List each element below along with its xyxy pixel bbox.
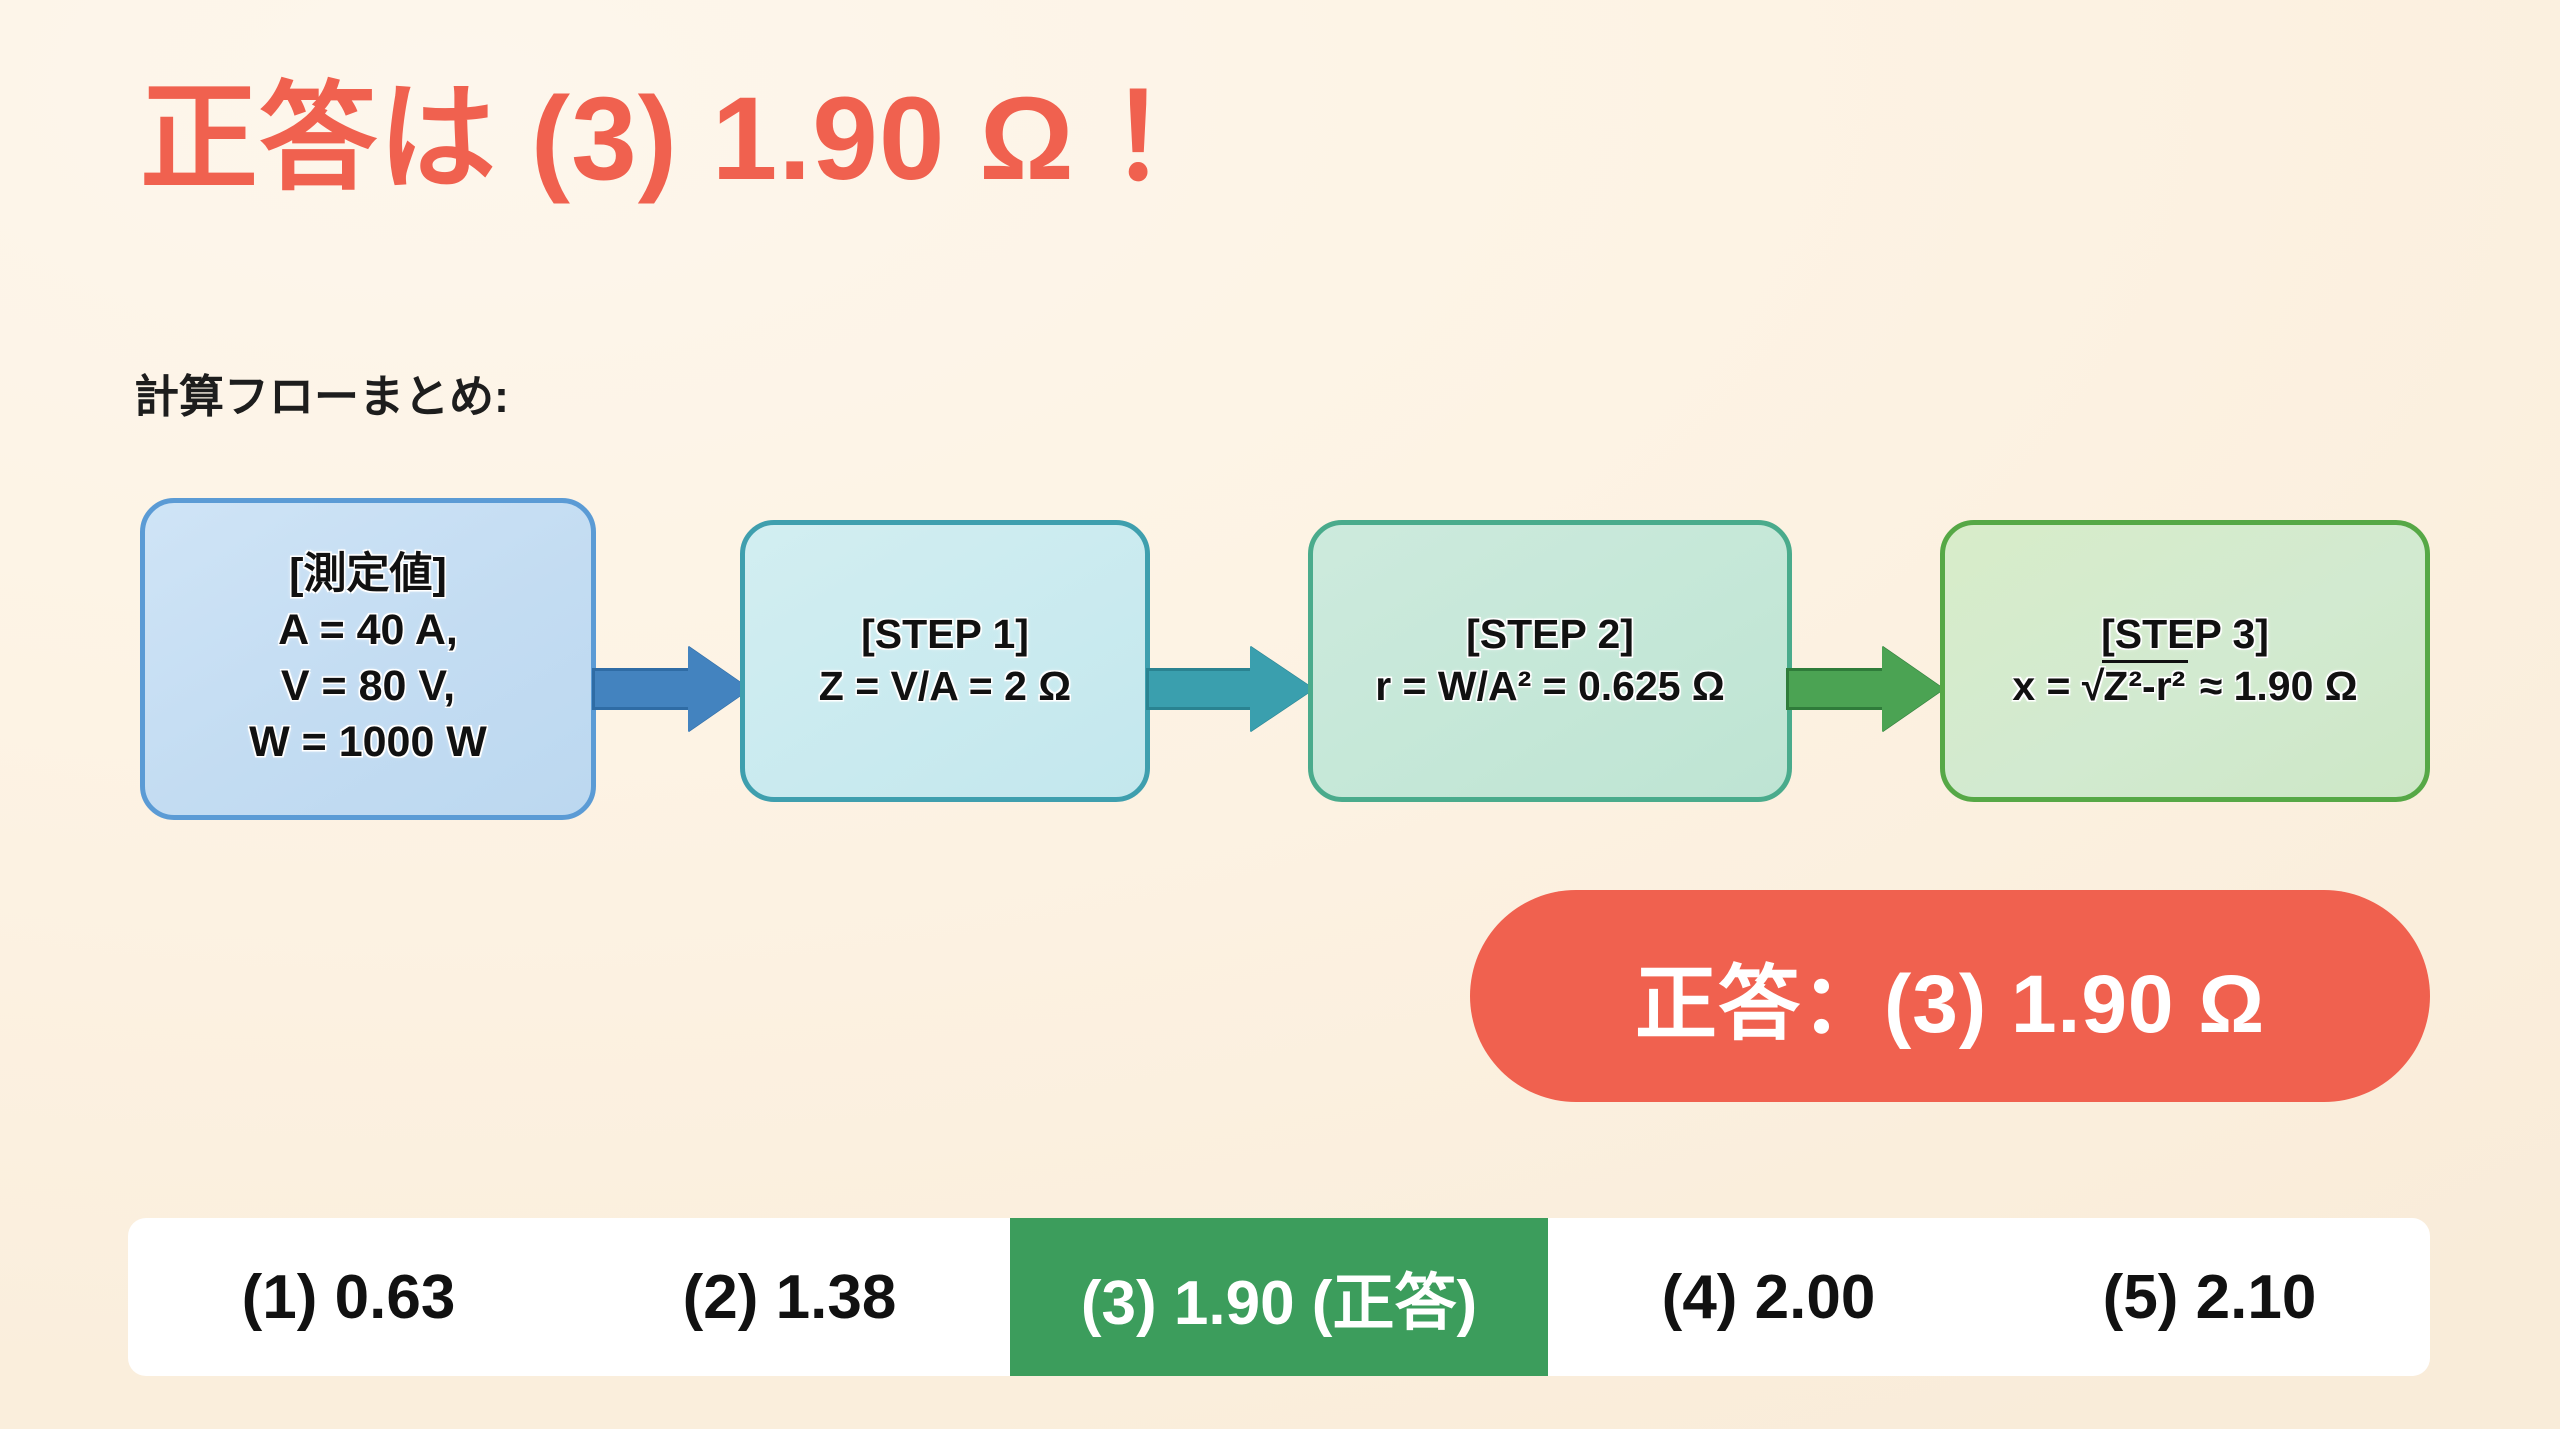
flow-box-heading: [STEP 2] <box>1466 610 1634 657</box>
right-arrow-icon <box>1146 646 1314 732</box>
flow-box-heading: [測定値] <box>289 550 447 599</box>
flow-box-line: A = 40 A, <box>278 606 458 655</box>
arrow-shaft <box>1146 668 1254 710</box>
flow-box-formula: x = √Z²-r² ≈ 1.90 Ω <box>2012 660 2358 713</box>
option-4[interactable]: (4) 2.00 <box>1661 1262 1876 1332</box>
option-5[interactable]: (5) 2.10 <box>2102 1262 2317 1332</box>
formula-prefix: x = √ <box>2012 663 2105 710</box>
flow-box-line: W = 1000 W <box>249 718 487 767</box>
flow-box-step-1: [STEP 1] Z = V/A = 2 Ω <box>740 520 1150 802</box>
arrow-head <box>688 646 750 732</box>
formula-suffix: ≈ 1.90 Ω <box>2188 663 2358 710</box>
section-label-calculation-flow: 計算フローまとめ: <box>134 371 509 422</box>
arrow-shaft <box>1786 668 1886 710</box>
formula-radicand: Z²-r² <box>2102 660 2189 710</box>
flow-box-line: Z = V/A = 2 Ω <box>818 663 1072 710</box>
flow-box-line: V = 80 V, <box>280 662 456 711</box>
arrow-head <box>1250 646 1314 732</box>
flow-box-step-2: [STEP 2] r = W/A² = 0.625 Ω <box>1308 520 1792 802</box>
option-3-correct[interactable]: (3) 1.90 (正答) <box>1010 1218 1549 1376</box>
option-1[interactable]: (1) 0.63 <box>241 1262 456 1332</box>
right-arrow-icon <box>1786 646 1946 732</box>
flow-box-line: r = W/A² = 0.625 Ω <box>1375 663 1725 710</box>
answer-badge: 正答：(3) 1.90 Ω <box>1470 890 2430 1102</box>
flow-box-measured-values: [測定値] A = 40 A, V = 80 V, W = 1000 W <box>140 498 596 820</box>
answer-badge-label: 正答：(3) 1.90 Ω <box>1634 958 2266 1050</box>
option-2[interactable]: (2) 1.38 <box>682 1262 897 1332</box>
answer-options-bar: (1) 0.63 (2) 1.38 (3) 1.90 (正答) (4) 2.00… <box>128 1218 2430 1376</box>
arrow-shaft <box>592 668 692 710</box>
page-title: 正答は (3) 1.90 Ω ！ <box>140 73 1228 205</box>
flow-box-heading: [STEP 3] <box>2101 610 2269 657</box>
flow-box-heading: [STEP 1] <box>861 610 1029 657</box>
right-arrow-icon <box>592 646 750 732</box>
arrow-head <box>1882 646 1944 732</box>
flow-box-step-3: [STEP 3] x = √Z²-r² ≈ 1.90 Ω <box>1940 520 2430 802</box>
calculation-flow-diagram: [測定値] A = 40 A, V = 80 V, W = 1000 W [ST… <box>0 470 2560 860</box>
